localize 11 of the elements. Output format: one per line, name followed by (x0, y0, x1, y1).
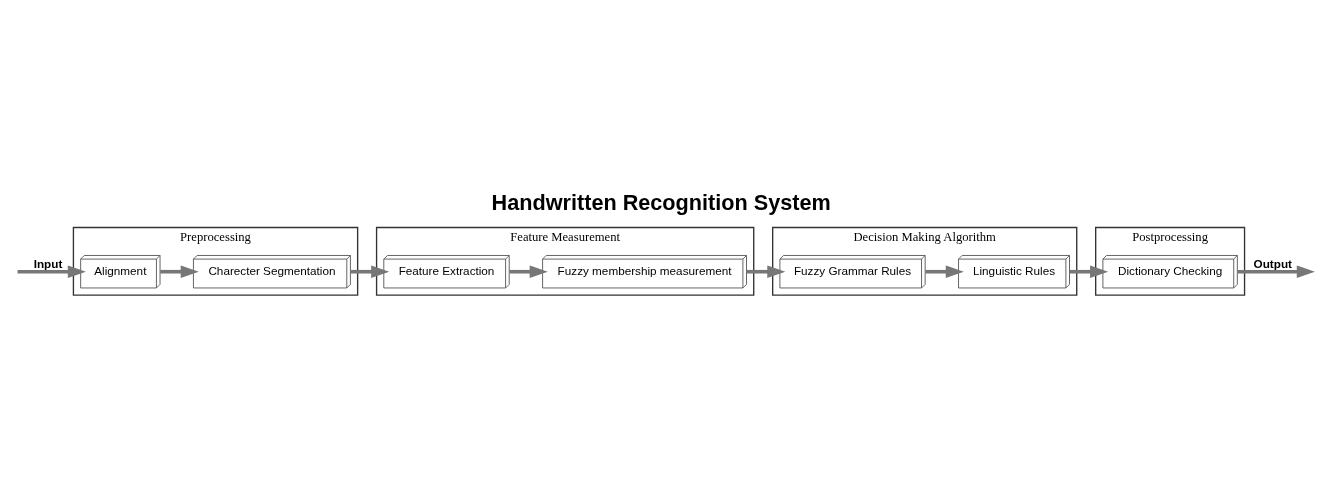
arrow (746, 264, 786, 278)
arrow (509, 264, 548, 278)
arrow (160, 264, 199, 278)
arrow (17, 264, 86, 278)
diagram-title: Handwritten Recognition System (491, 189, 831, 215)
arrow (925, 264, 964, 278)
arrow (1237, 264, 1315, 278)
edge-label: Input (33, 256, 63, 270)
arrow (1069, 264, 1109, 278)
arrow (350, 264, 390, 278)
edge-label: Output (1253, 256, 1292, 270)
